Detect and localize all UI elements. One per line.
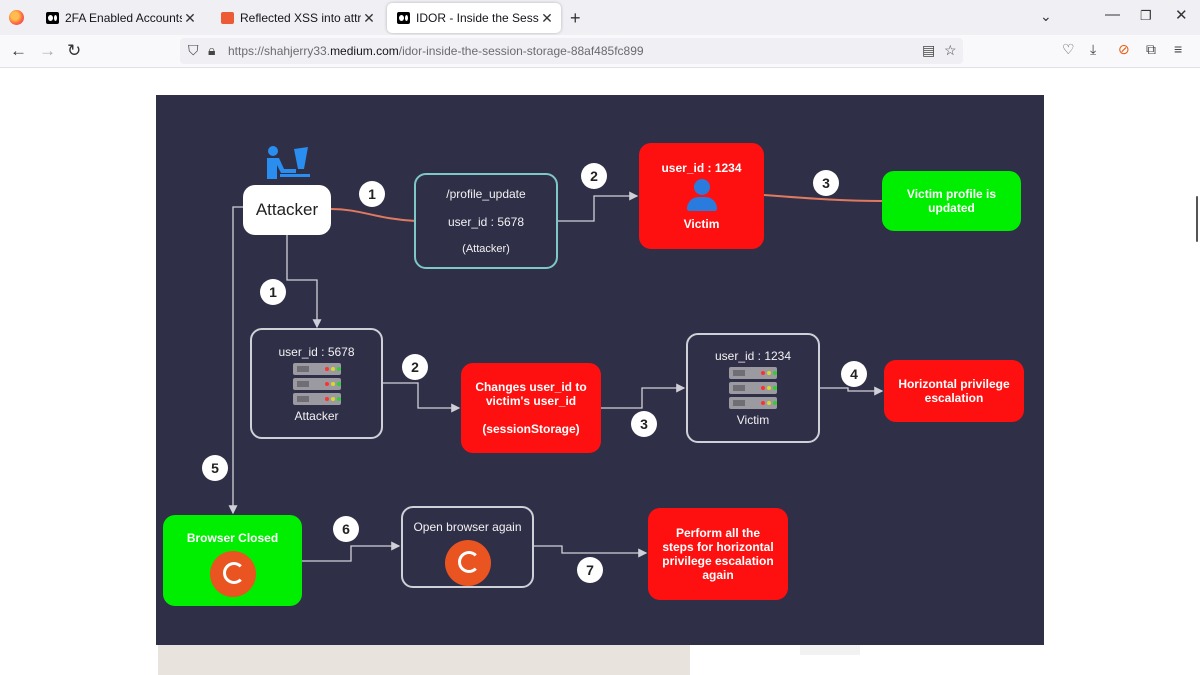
attacker-server-user-id: user_id : 5678 <box>278 344 355 359</box>
addon-icon[interactable]: ⊘ <box>1118 41 1130 57</box>
url-path: /idor-inside-the-session-storage-88af485… <box>398 44 644 58</box>
hackerone-icon <box>221 12 234 24</box>
close-tab-icon[interactable]: ✕ <box>184 9 196 26</box>
close-tab-icon[interactable]: ✕ <box>363 9 375 26</box>
victim-label: Victim <box>683 217 720 231</box>
close-tab-icon[interactable]: ✕ <box>541 9 553 26</box>
url-prefix: https://shahjerry33. <box>228 44 331 58</box>
tab-xss[interactable]: Reflected XSS into attribute with ✕ <box>211 3 383 33</box>
tab-idor[interactable]: IDOR - Inside the Session Storage ✕ <box>387 3 561 33</box>
reload-icon[interactable]: ↻ <box>67 41 82 60</box>
hamburger-menu-icon[interactable]: ≡ <box>1174 41 1183 57</box>
horizontal-escalation-box: Horizontal privilege escalation <box>884 360 1024 422</box>
victim-box: user_id : 1234 Victim <box>639 143 764 249</box>
scrollbar-thumb[interactable] <box>1196 196 1198 242</box>
new-tab-button[interactable]: + <box>570 8 581 28</box>
url-text[interactable]: https://shahjerry33.medium.com/idor-insi… <box>228 44 644 58</box>
request-owner: (Attacker) <box>462 243 510 255</box>
restore-button[interactable]: ❐ <box>1140 8 1152 23</box>
server-rack-icon <box>729 367 777 409</box>
step-badge: 7 <box>577 557 603 583</box>
perform-steps-again-box: Perform all the steps for horizontal pri… <box>648 508 788 600</box>
attacker-label: Attacker <box>255 200 319 219</box>
extensions-icon[interactable]: ⧉ <box>1146 41 1156 57</box>
reader-view-icon[interactable]: ▤ <box>922 42 936 58</box>
attacker-server-box: user_id : 5678 Attacker <box>250 328 383 439</box>
firefox-icon <box>209 551 256 597</box>
victim-profile-updated-box: Victim profile is updated <box>882 171 1021 231</box>
step-badge: 5 <box>202 455 228 481</box>
attacker-server-label: Attacker <box>294 408 339 423</box>
tab-title: 2FA Enabled Accounts Can Bypass <box>65 11 182 25</box>
navigation-bar: ← → ↻ ⛉ 🔒︎ https://shahjerry33.medium.co… <box>0 35 1200 68</box>
victim-profile-updated-text: Victim profile is updated <box>906 187 997 215</box>
victim-server-label: Victim <box>736 413 770 427</box>
step-badge: 6 <box>333 516 359 542</box>
address-bar[interactable]: ⛉ 🔒︎ https://shahjerry33.medium.com/idor… <box>180 38 963 64</box>
endpoint-label: /profile_update <box>446 187 526 201</box>
back-arrow-icon[interactable]: ← <box>10 41 27 60</box>
url-domain: medium.com <box>330 44 399 58</box>
forward-arrow-icon[interactable]: → <box>39 41 56 60</box>
open-browser-again-box: Open browser again <box>401 506 534 588</box>
lock-icon[interactable]: 🔒︎ <box>208 42 216 58</box>
step-badge: 1 <box>359 181 385 207</box>
victim-server-user-id: user_id : 1234 <box>714 349 792 363</box>
change-user-id-box: Changes user_id to victim's user_id (ses… <box>461 363 601 453</box>
faded-text <box>800 645 860 655</box>
pocket-icon[interactable]: ♡ <box>1062 41 1075 57</box>
bookmark-star-icon[interactable]: ☆ <box>944 42 957 58</box>
open-browser-again-text: Open browser again <box>413 520 522 534</box>
step-badge: 4 <box>841 361 867 387</box>
step-badge: 2 <box>402 354 428 380</box>
step-badge: 3 <box>813 170 839 196</box>
step-badge: 1 <box>260 279 286 305</box>
next-image-preview <box>158 645 690 675</box>
firefox-menu-icon[interactable] <box>9 10 24 25</box>
minimize-button[interactable]: — <box>1105 6 1120 23</box>
list-tabs-chevron-icon[interactable]: ⌄ <box>1040 8 1052 24</box>
request-user-id: user_id : 5678 <box>447 215 525 229</box>
step-badge: 2 <box>581 163 607 189</box>
close-window-button[interactable]: ✕ <box>1175 7 1188 24</box>
firefox-icon <box>444 540 491 586</box>
medium-icon <box>46 12 59 24</box>
hacker-at-computer-icon <box>267 146 310 179</box>
tab-bar: 2FA Enabled Accounts Can Bypass ✕ Reflec… <box>0 0 1200 35</box>
tab-title: IDOR - Inside the Session Storage <box>416 11 539 25</box>
shield-icon[interactable]: ⛉ <box>188 42 199 58</box>
tab-title: Reflected XSS into attribute with <box>240 11 361 25</box>
server-rack-icon <box>292 362 341 405</box>
profile-update-request-box: /profile_update user_id : 5678 (Attacker… <box>414 173 558 269</box>
horizontal-escalation-text: Horizontal privilege escalation <box>898 377 1010 405</box>
connector-lines <box>228 191 884 562</box>
tab-2fa[interactable]: 2FA Enabled Accounts Can Bypass ✕ <box>36 3 204 33</box>
perform-steps-again-text: Perform all the steps for horizontal pri… <box>662 526 774 582</box>
victim-person-icon <box>685 179 719 213</box>
session-storage-text: (sessionStorage) <box>482 422 580 436</box>
idor-flow-diagram: Attacker /profile_update user_id : 5678 … <box>156 95 1044 645</box>
browser-closed-text: Browser Closed <box>186 531 279 545</box>
victim-user-id: user_id : 1234 <box>661 161 742 175</box>
change-user-id-text: Changes user_id to victim's user_id <box>475 380 587 408</box>
browser-closed-box: Browser Closed <box>163 515 302 606</box>
attacker-box: Attacker <box>243 185 331 235</box>
victim-server-box: user_id : 1234 Victim <box>686 333 820 443</box>
medium-icon <box>397 12 410 24</box>
step-badge: 3 <box>631 411 657 437</box>
download-icon[interactable]: ⤓ <box>1090 41 1097 57</box>
